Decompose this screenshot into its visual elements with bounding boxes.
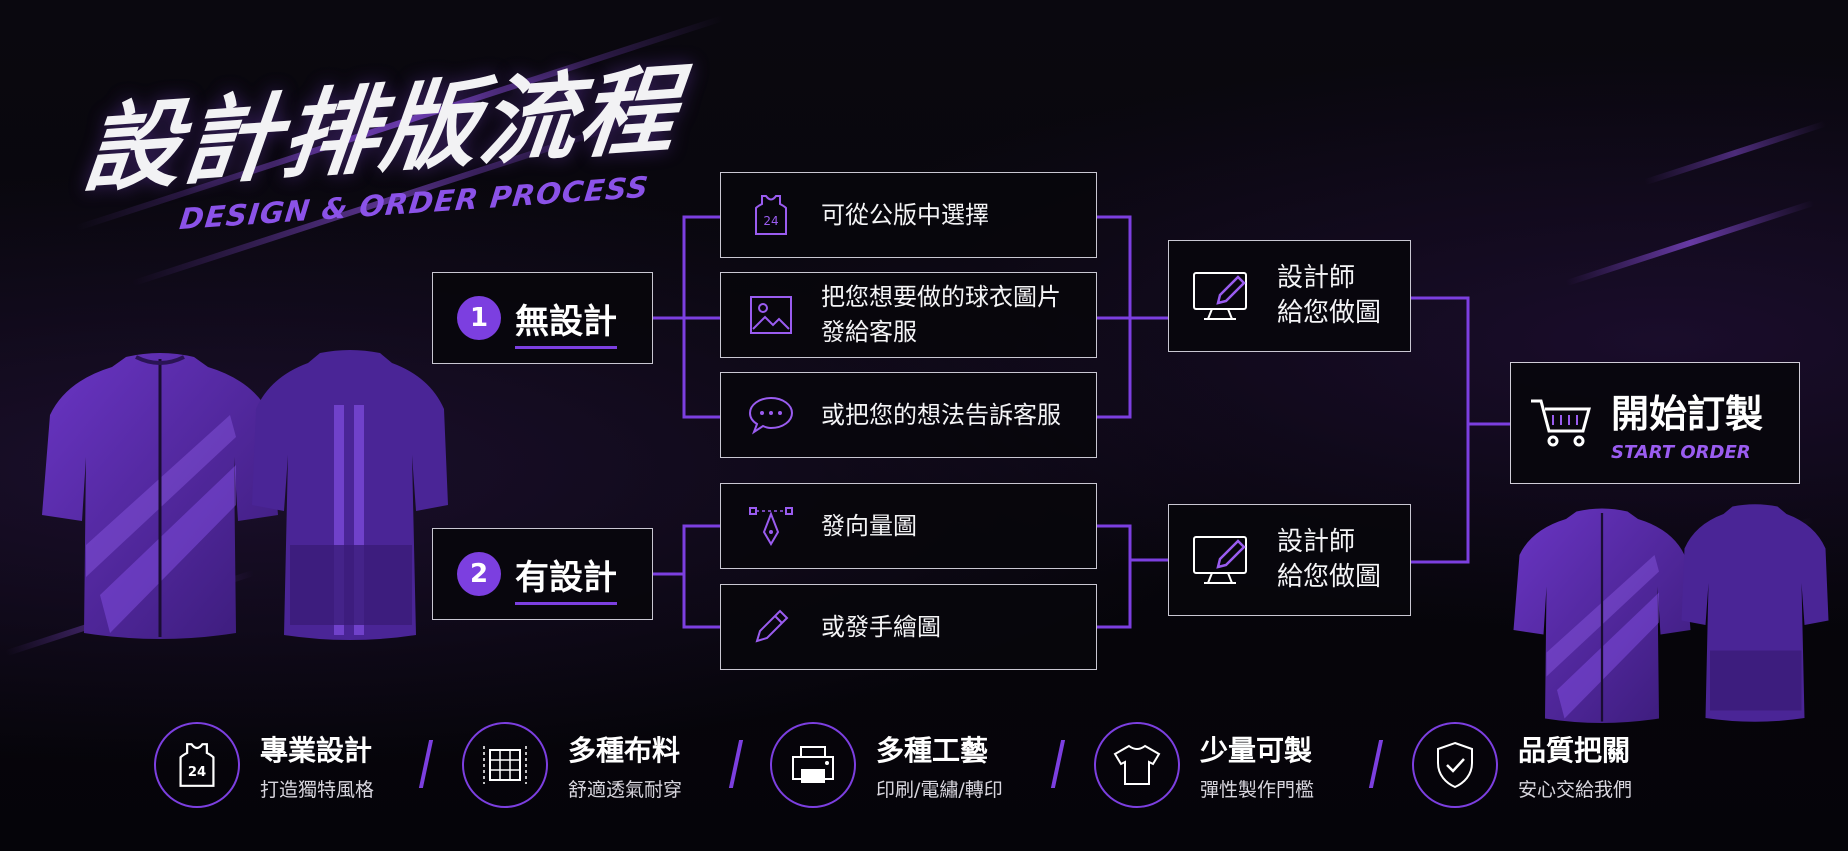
jersey-24-icon: 24 — [721, 194, 821, 236]
feature-professional-design: 24 專業設計 打造獨特風格 — [154, 722, 374, 808]
feature-subtitle: 打造獨特風格 — [260, 778, 375, 801]
category-label: 無設計 — [515, 294, 617, 349]
option-choose-template: 24 可從公版中選擇 — [720, 172, 1097, 258]
designer-text: 設計師 給您做圖 — [1277, 263, 1382, 328]
feature-fabrics: 多種布料 舒適透氣耐穿 — [462, 722, 682, 808]
start-order-label-en: START ORDER — [1611, 442, 1751, 463]
cart-icon — [1511, 395, 1611, 451]
option-send-sketch: 或發手繪圖 — [720, 584, 1097, 670]
option-text: 發向量圖 — [821, 511, 917, 540]
feature-title: 多種布料 — [568, 733, 681, 767]
monitor-edit-icon — [1169, 533, 1277, 587]
option-text: 或發手繪圖 — [821, 612, 941, 641]
printer-icon — [770, 722, 856, 808]
cycling-jersey-back-image — [1681, 504, 1829, 722]
category-label: 有設計 — [515, 550, 617, 605]
feature-techniques: 多種工藝 印刷/電繡/轉印 — [770, 722, 1003, 808]
jersey-24-icon: 24 — [154, 722, 240, 808]
feature-quality-control: 品質把關 安心交給我們 — [1412, 722, 1632, 808]
svg-text:24: 24 — [763, 214, 778, 228]
feature-subtitle: 安心交給我們 — [1518, 778, 1633, 801]
category-no-design: 1 無設計 — [432, 272, 653, 364]
start-order-label: 開始訂製 — [1611, 392, 1764, 436]
pencil-icon — [721, 607, 821, 647]
feature-title: 少量可製 — [1200, 733, 1313, 767]
cycling-jersey-front-image — [1513, 508, 1691, 723]
shield-check-icon — [1412, 722, 1498, 808]
option-send-image: 把您想要做的球衣圖片 發給客服 — [720, 272, 1097, 358]
option-text: 把您想要做的球衣圖片 發給客服 — [821, 283, 1061, 346]
tshirt-icon — [1094, 722, 1180, 808]
vector-pen-icon — [721, 504, 821, 548]
option-tell-idea: 或把您的想法告訴客服 — [720, 372, 1097, 458]
option-text: 可從公版中選擇 — [821, 200, 989, 229]
svg-text:24: 24 — [188, 765, 206, 780]
category-has-design: 2 有設計 — [432, 528, 653, 620]
fabric-icon — [462, 722, 548, 808]
cycling-jersey-back-image — [252, 350, 448, 640]
feature-title: 專業設計 — [260, 733, 373, 767]
step-number: 1 — [457, 296, 501, 340]
chat-bubble-icon — [721, 395, 821, 435]
feature-small-quantity: 少量可製 彈性製作門檻 — [1094, 722, 1314, 808]
feature-title: 多種工藝 — [876, 733, 989, 767]
feature-title: 品質把關 — [1518, 733, 1631, 767]
designer-text: 設計師 給您做圖 — [1277, 527, 1382, 592]
feature-subtitle: 舒適透氣耐穿 — [568, 778, 683, 801]
step-number: 2 — [457, 552, 501, 596]
option-send-vector: 發向量圖 — [720, 483, 1097, 569]
start-order-button[interactable]: 開始訂製 START ORDER — [1510, 362, 1800, 484]
cycling-jersey-front-image — [42, 353, 278, 639]
designer-makes-design-box: 設計師 給您做圖 — [1168, 240, 1411, 352]
designer-makes-design-box: 設計師 給您做圖 — [1168, 504, 1411, 616]
option-text: 或把您的想法告訴客服 — [821, 400, 1061, 429]
feature-subtitle: 印刷/電繡/轉印 — [876, 778, 1003, 801]
image-icon — [721, 295, 821, 335]
feature-subtitle: 彈性製作門檻 — [1200, 778, 1315, 801]
monitor-edit-icon — [1169, 269, 1277, 323]
